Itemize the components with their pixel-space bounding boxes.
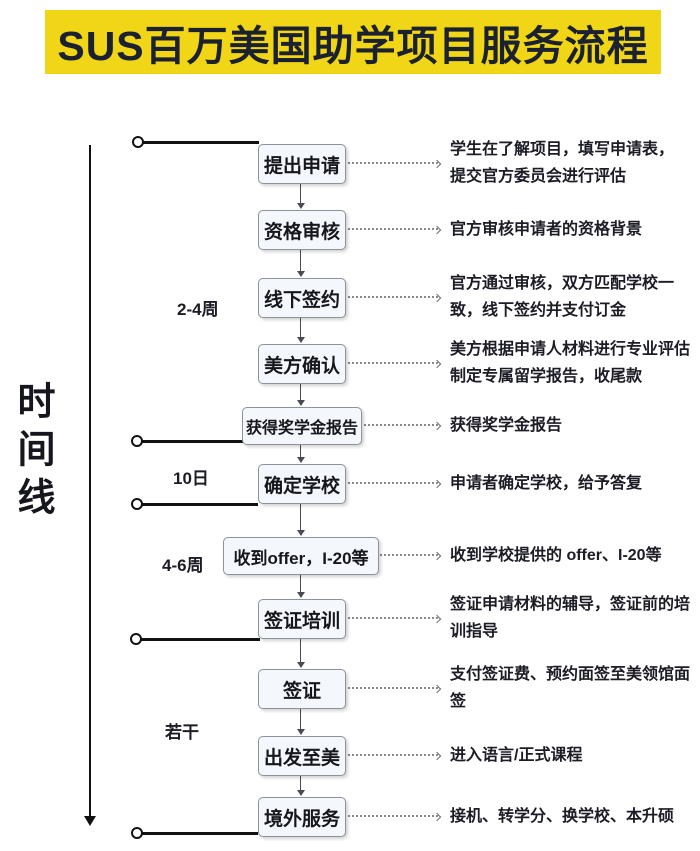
flow-step-label: 境外服务 (263, 808, 340, 830)
step-description: 申请者确定学校，给予答复 (450, 475, 643, 492)
flow-step-box: 境外服务 (258, 797, 346, 837)
flow-step-box: 资格审核 (258, 210, 346, 250)
dashed-connector-icon (377, 554, 438, 556)
duration-label: 10日 (173, 469, 209, 488)
duration-label: 4-6周 (162, 556, 204, 575)
step-description: 收到学校提供的 offer、I-20等 (450, 547, 662, 564)
timeline-node-icon (131, 827, 143, 839)
title-banner: SUS百万美国助学项目服务流程 (45, 10, 661, 74)
timeline-node-icon (132, 136, 144, 148)
timeline-node-icon (130, 633, 142, 645)
flow-step-label: 收到offer，I-20等 (233, 548, 369, 568)
dashed-connector-icon (344, 815, 438, 817)
flow-step-box: 收到offer，I-20等 (223, 537, 379, 575)
down-arrow-icon (296, 574, 305, 598)
dashed-connector-icon (344, 482, 438, 484)
dashed-connector-icon (344, 687, 438, 689)
duration-label: 2-4周 (177, 300, 219, 319)
dashed-connector-icon (344, 617, 438, 619)
flow-step-box: 线下签约 (258, 278, 346, 318)
timeline-lead-line (143, 141, 259, 144)
flow-step-box: 提出申请 (258, 144, 346, 184)
down-arrow-icon (296, 249, 305, 277)
down-arrow-icon (296, 183, 305, 209)
step-description: 官方通过审核，双方匹配学校一 致，线下签约并支付订金 (450, 275, 675, 319)
flow-step-box: 确定学校 (258, 464, 346, 504)
flow-step-label: 签证 (282, 680, 321, 702)
timeline-label: 时间线 (11, 381, 53, 525)
step-description: 接机、转学分、换学校、本升硕 (450, 808, 675, 825)
flow-step-label: 签证培训 (263, 610, 340, 632)
down-arrow-icon (296, 638, 305, 668)
duration-label: 若干 (165, 723, 199, 742)
down-arrow-icon (296, 708, 305, 735)
timeline-lead-line (142, 503, 258, 506)
timeline-lead-line (141, 638, 260, 641)
down-arrow-icon (296, 444, 305, 463)
flow-step-box: 获得奖学金报告 (242, 407, 362, 445)
step-description: 签证申请材料的辅导，签证前的培 训指导 (450, 596, 691, 640)
step-description: 学生在了解项目，填写申请表， 提交官方委员会进行评估 (450, 141, 675, 185)
flow-step-label: 资格审核 (263, 221, 340, 243)
step-description: 获得奖学金报告 (450, 417, 563, 434)
timeline-lead-line (142, 440, 257, 443)
step-description: 进入语言/正式课程 (450, 747, 583, 764)
step-description: 美方根据申请人材料进行专业评估 制定专属留学报告，收尾款 (450, 341, 691, 385)
timeline-lead-line (142, 832, 258, 835)
flow-step-label: 出发至美 (263, 747, 340, 769)
flow-step-label: 线下签约 (263, 289, 340, 311)
timeline-arrowhead-icon (84, 816, 96, 826)
timeline-node-icon (131, 498, 143, 510)
dashed-connector-icon (344, 754, 438, 756)
step-description: 支付签证费、预约面签至美领馆面 签 (450, 666, 691, 710)
flow-step-label: 获得奖学金报告 (245, 420, 358, 437)
down-arrow-icon (296, 317, 305, 343)
down-arrow-icon (296, 383, 305, 406)
down-arrow-icon (296, 775, 305, 796)
dashed-connector-icon (344, 228, 438, 230)
dashed-connector-icon (344, 162, 438, 164)
dashed-connector-icon (344, 296, 438, 298)
down-arrow-icon (296, 503, 305, 536)
flow-step-box: 美方确认 (258, 344, 346, 384)
timeline-node-icon (131, 435, 143, 447)
flow-step-box: 签证培训 (258, 599, 346, 639)
flow-step-label: 美方确认 (263, 355, 340, 377)
flow-step-box: 出发至美 (258, 736, 346, 776)
timeline-axis (89, 145, 91, 817)
flow-step-box: 签证 (258, 669, 346, 709)
flow-step-label: 提出申请 (263, 155, 340, 177)
dashed-connector-icon (360, 424, 438, 426)
step-description: 官方审核申请者的资格背景 (450, 221, 643, 238)
dashed-connector-icon (344, 362, 438, 364)
flow-step-label: 确定学校 (263, 475, 340, 497)
page-title: SUS百万美国助学项目服务流程 (57, 23, 649, 69)
